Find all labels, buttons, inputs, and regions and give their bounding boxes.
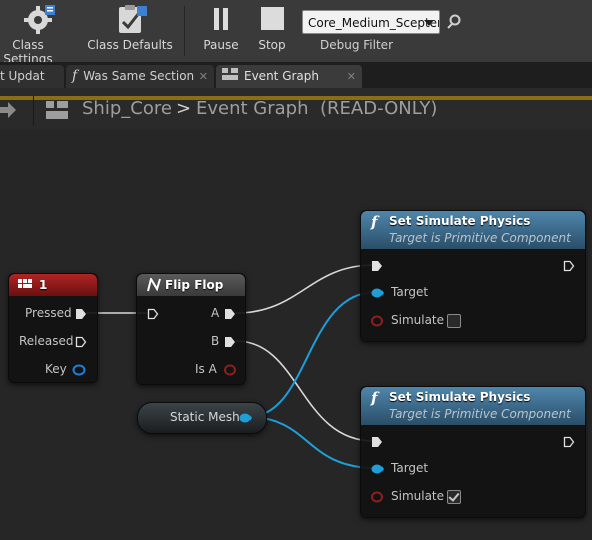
read-only-status: (READ-ONLY)	[320, 98, 438, 119]
class-settings-button[interactable]: Class Settings	[0, 4, 76, 66]
struct-pin-key[interactable]	[72, 364, 86, 376]
gear-icon	[24, 5, 55, 34]
graph-icon	[46, 101, 68, 119]
class-defaults-label: Class Defaults	[87, 38, 173, 52]
exec-pin-pressed[interactable]	[75, 308, 87, 320]
set-simulate-physics-node-1[interactable]: f Set Simulate Physics Target is Primiti…	[360, 210, 586, 342]
clipboard-check-icon	[119, 5, 147, 33]
pin-label-key: Key	[45, 362, 67, 376]
close-icon[interactable]: ✕	[346, 70, 356, 83]
node-title: 1	[39, 278, 48, 292]
debug-object-value: Core_Medium_Scepter	[308, 16, 440, 30]
set-simulate-physics-node-2[interactable]: f Set Simulate Physics Target is Primiti…	[360, 386, 586, 518]
class-defaults-button[interactable]: Class Defaults	[86, 4, 174, 58]
variable-label: Static Mesh	[170, 410, 240, 424]
node-title: Set Simulate Physics	[389, 214, 531, 228]
debug-filter-label: Debug Filter	[320, 38, 393, 52]
breadcrumb-graph[interactable]: Event Graph	[196, 98, 309, 119]
stop-button[interactable]: Stop	[250, 4, 294, 58]
breadcrumb-blueprint[interactable]: Ship_Core	[82, 98, 172, 119]
pin-label-b: B	[211, 334, 220, 348]
pause-label: Pause	[203, 38, 239, 52]
node-subtitle: Target is Primitive Component	[389, 231, 571, 245]
pin-label-pressed: Pressed	[25, 306, 72, 320]
exec-pin-in[interactable]	[371, 436, 383, 448]
tab-update[interactable]: t Updat	[0, 65, 64, 88]
node-title: Flip Flop	[165, 278, 224, 292]
keyboard-icon	[18, 279, 32, 288]
pin-label-released: Released	[19, 334, 74, 348]
object-pin-target[interactable]	[370, 463, 384, 475]
function-icon: f	[371, 389, 378, 407]
tab-label: t Updat	[0, 69, 45, 83]
pin-label-simulate: Simulate	[391, 489, 445, 503]
pin-label-target: Target	[391, 461, 429, 475]
pause-button[interactable]: Pause	[198, 4, 244, 58]
bool-pin-simulate[interactable]	[370, 491, 384, 503]
toolbar: Class Settings Class Defaults Pause Stop…	[0, 0, 592, 66]
exec-pin-b[interactable]	[224, 336, 236, 348]
macro-n-icon	[147, 278, 161, 292]
exec-pin-out[interactable]	[563, 260, 575, 272]
key-event-node[interactable]: 1 Pressed Released Key	[8, 273, 98, 383]
graph-icon	[222, 65, 238, 88]
search-icon[interactable]	[447, 14, 463, 30]
breadcrumb-separator-glyph: >	[176, 98, 192, 119]
stop-icon	[261, 7, 284, 30]
pin-label-is-a: Is A	[195, 362, 217, 376]
close-icon[interactable]: ✕	[198, 70, 208, 83]
function-icon: f	[72, 68, 78, 84]
document-tab-bar: t Updat f Was Same Section ✕ Event Graph …	[0, 62, 592, 88]
tab-was-same-section[interactable]: f Was Same Section ✕	[66, 65, 214, 88]
exec-pin-in[interactable]	[371, 260, 383, 272]
exec-pin-a[interactable]	[224, 308, 236, 320]
simulate-checkbox[interactable]	[447, 314, 461, 328]
flip-flop-node[interactable]: Flip Flop A B Is A	[136, 273, 246, 385]
exec-pin-released[interactable]	[75, 336, 87, 348]
object-pin-static-mesh[interactable]	[238, 412, 252, 424]
breadcrumb-separator	[33, 96, 34, 126]
pin-label-target: Target	[391, 285, 429, 299]
tab-label: Was Same Section	[83, 69, 195, 83]
simulate-checkbox[interactable]	[447, 490, 461, 504]
tab-label: Event Graph	[244, 69, 319, 83]
tab-event-graph[interactable]: Event Graph ✕	[216, 65, 362, 88]
breadcrumb-bar	[0, 88, 592, 130]
stop-label: Stop	[258, 38, 286, 52]
chevron-down-icon	[424, 20, 434, 26]
back-arrow-icon[interactable]	[0, 100, 18, 120]
toolbar-separator	[184, 6, 185, 56]
node-subtitle: Target is Primitive Component	[389, 407, 571, 421]
read-only-accent-bar	[0, 96, 592, 100]
pause-icon	[214, 8, 228, 30]
pin-label-a: A	[211, 306, 220, 320]
node-title: Set Simulate Physics	[389, 390, 531, 404]
exec-pin-out[interactable]	[563, 436, 575, 448]
bool-pin-simulate[interactable]	[370, 315, 384, 327]
debug-object-select[interactable]: Core_Medium_Scepter	[302, 10, 440, 34]
exec-pin-in[interactable]	[147, 308, 159, 320]
pin-label-simulate: Simulate	[391, 313, 445, 327]
function-icon: f	[371, 213, 378, 231]
static-mesh-variable-node[interactable]: Static Mesh	[137, 402, 267, 434]
object-pin-target[interactable]	[370, 287, 384, 299]
bool-pin-is-a[interactable]	[223, 364, 237, 376]
